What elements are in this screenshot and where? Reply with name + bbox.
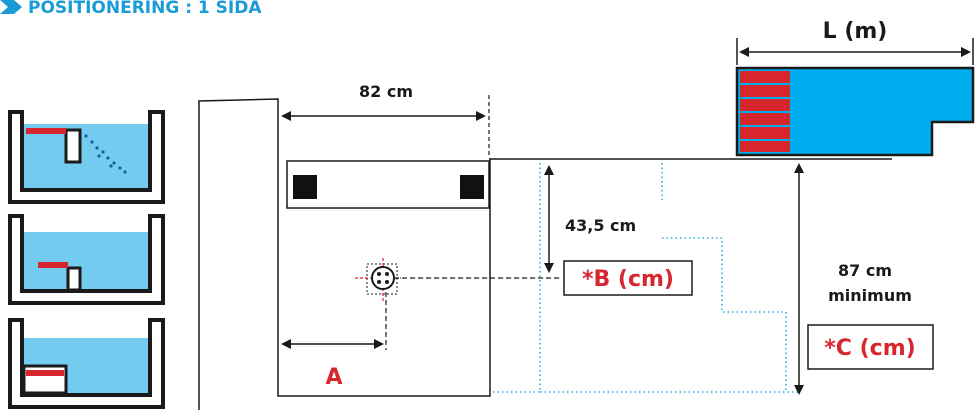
pool-section-1 bbox=[8, 110, 165, 204]
minimum-label: minimum bbox=[828, 286, 912, 305]
length-dimension: L (m) bbox=[736, 19, 974, 65]
chevron-right-icon bbox=[0, 0, 22, 14]
skimmer-unit bbox=[286, 160, 490, 209]
length-label: L (m) bbox=[823, 19, 888, 44]
pool-top-view bbox=[735, 66, 975, 157]
c-label: *C (cm) bbox=[824, 336, 915, 361]
steps bbox=[740, 71, 790, 152]
pool-wall bbox=[198, 98, 491, 410]
width-label: 82 cm bbox=[359, 82, 413, 101]
depth-label: 43,5 cm bbox=[565, 216, 636, 235]
a-label: A bbox=[325, 365, 342, 390]
c-dimension-box: *C (cm) bbox=[807, 324, 934, 370]
height-label: 87 cm bbox=[838, 261, 892, 280]
b-label: *B (cm) bbox=[582, 267, 674, 292]
a-dimension: A bbox=[281, 339, 384, 390]
height-dimension: 87 cm minimum bbox=[794, 163, 912, 395]
step-outline bbox=[490, 163, 800, 393]
bubbles bbox=[84, 134, 127, 174]
width-dimension: 82 cm bbox=[281, 82, 490, 158]
b-dimension-box: *B (cm) bbox=[563, 260, 693, 296]
header: POSITIONERING : 1 SIDA bbox=[0, 0, 262, 18]
pool-section-2 bbox=[8, 214, 165, 305]
depth-dimension: 43,5 cm bbox=[544, 165, 636, 273]
pool-section-3 bbox=[8, 318, 165, 409]
crosshair-icon bbox=[355, 258, 401, 301]
page-title: POSITIONERING : 1 SIDA bbox=[28, 0, 262, 18]
